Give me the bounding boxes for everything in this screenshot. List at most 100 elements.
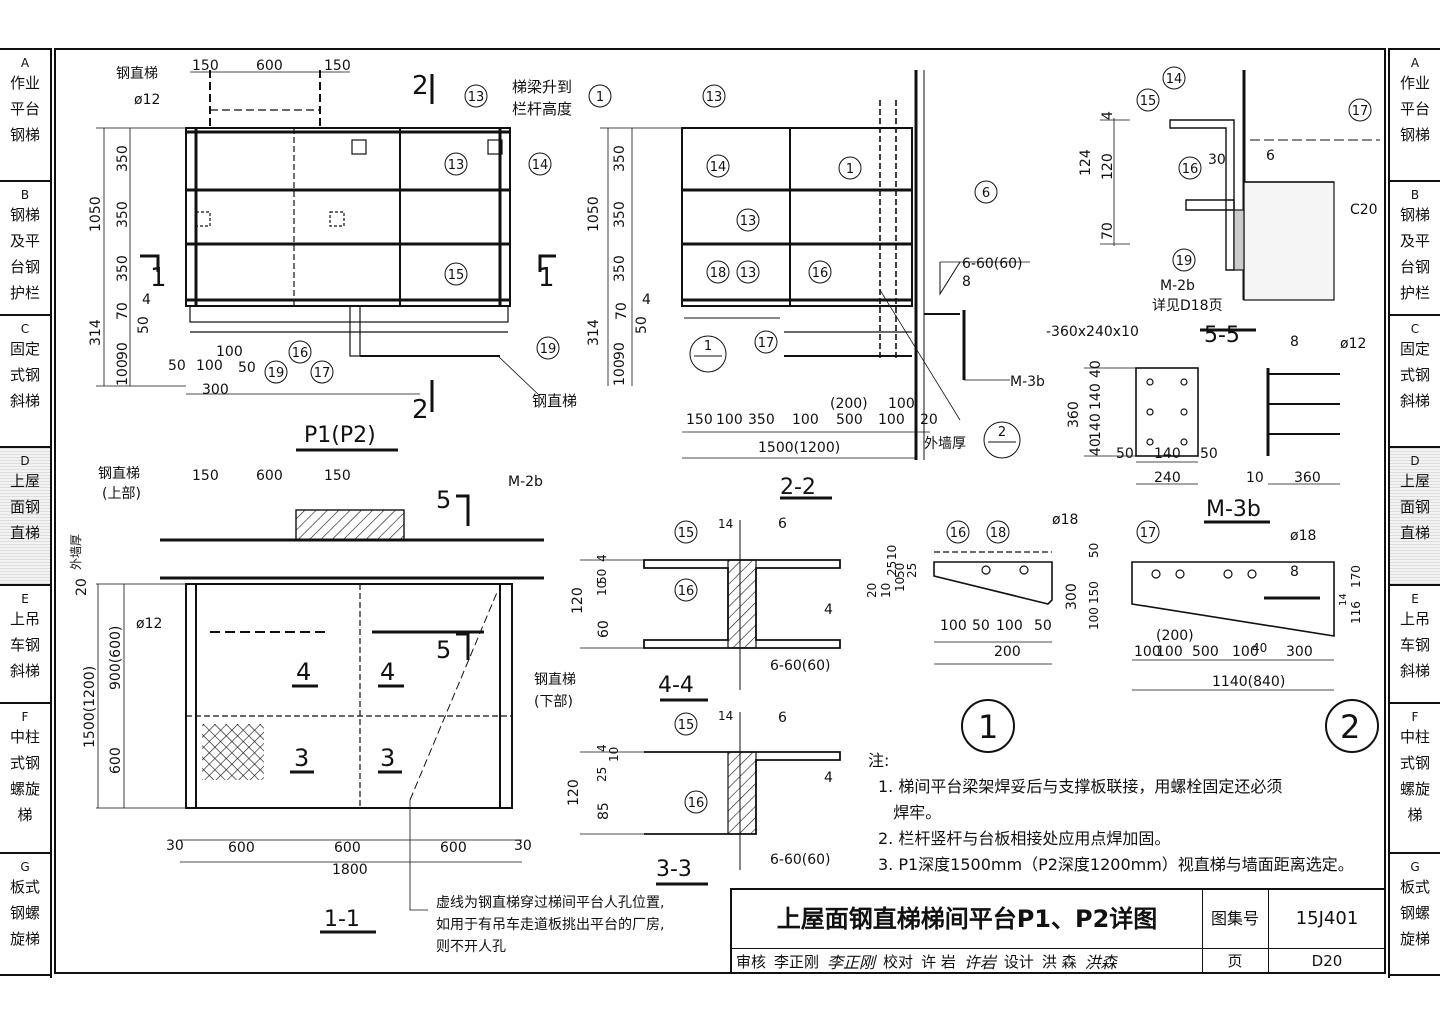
chapter-tab-a[interactable]: A 作业 平台 钢梯 [0,50,50,182]
svg-text:17: 17 [1140,526,1157,541]
p1-ladder-top-label: 钢直梯 [116,65,158,82]
p1-ladder-bottom-label: 钢直梯 [532,392,577,410]
designer-name: 洪 森 [1041,952,1077,971]
p1-phi12-label: ø12 [134,92,160,108]
s22-bottom-dim-7: 100 [878,412,905,428]
s11-top-dim-3: 150 [324,468,351,484]
s11-left-dim-900: 900(600) [108,626,124,690]
section-4-4-view [580,520,841,702]
chapter-tab-code: A [20,56,30,70]
s33-dim-14: 14 [718,709,733,723]
d2-right-dim-1: 170 [1349,565,1363,588]
chapter-tab-code: F [21,710,29,724]
callout-bubble: 18 [706,260,730,284]
s55-view-title: 5-5 [1204,323,1240,348]
chapter-tab-name: 作业 平台 钢梯 [9,74,40,144]
p1-left-dim-8: 90 [115,342,131,360]
svg-text:16: 16 [678,584,695,599]
svg-text:18: 18 [710,266,727,281]
m3b-plate-label: -360x240x10 [1046,324,1139,340]
note-line: 1. 梯间平台梁架焊妥后与支撑板联接，用螺栓固定还必须 [878,777,1283,796]
d1-dim-2: 25 [885,561,899,576]
s11-ladder-lower-1: 钢直梯 [534,671,576,688]
d1-phi-label: ø18 [1052,512,1078,528]
svg-text:1: 1 [846,162,854,177]
svg-text:13: 13 [448,158,465,173]
chapter-tab-name: 上屋 面钢 直梯 [1399,472,1430,542]
d1-dim-3: 10 [893,577,907,592]
s11-ladder-lower-2: (下部) [534,694,573,710]
s22-left-dim-5: 70 [614,302,630,320]
s33-dim-25: 25 [595,767,609,782]
m3b-left-dim-total: 360 [1066,401,1082,428]
svg-text:6: 6 [982,186,990,201]
svg-text:15: 15 [1140,94,1157,109]
chapter-tab-code: B [1410,188,1420,202]
p1-bottom-dim-2: 100 [196,358,223,374]
s22-left-dim-1: 350 [612,145,628,172]
s11-wall-label: 外墙厚 [69,534,83,570]
s11-view-title: 1-1 [324,907,360,932]
d2-bottom-dim-5: 40 [1252,641,1267,655]
s22-bottom-dim-9: 20 [920,412,938,428]
svg-text:17: 17 [314,366,331,381]
s11-top-dim-1: 150 [192,468,219,484]
d2-dim-2: 150 [1087,581,1101,604]
notes-heading: 注: [868,751,890,770]
s11-top-dim-2: 600 [256,468,283,484]
p1-beam-note-2: 栏杆高度 [512,100,572,118]
chapter-tab-code: E [1411,592,1419,606]
p1-left-dim-9: 314 [88,319,104,346]
svg-text:13: 13 [706,90,723,105]
s33-view-title: 3-3 [656,857,692,882]
embed-m3b-view [1084,367,1340,524]
p1-section-1-left: 1 [150,263,167,293]
chapter-tab-name: 中柱 式钢 螺旋 梯 [1399,728,1430,824]
callout-bubble: 16 [946,520,970,544]
svg-text:13: 13 [740,266,757,281]
svg-text:19: 19 [540,342,557,357]
p1-left-dim-7: 50 [136,316,152,334]
page-number: D20 [1311,952,1343,970]
p1p2-view [96,70,556,452]
callout-bubble: 17 [1136,520,1160,544]
svg-text:15: 15 [678,718,695,733]
chapter-tab-name: 固定 式钢 斜梯 [9,340,40,410]
callout-bubble: 2 [983,421,1021,459]
d1-bottom-dim-4: 50 [1034,618,1052,634]
s55-c20: C20 [1350,202,1378,218]
design-label: 设计 [1003,952,1034,971]
callout-bubble: 15 [1136,88,1160,112]
d2-dim-3: 100 [1087,607,1101,630]
chapter-tab-f[interactable]: F 中柱 式钢 螺旋 梯 [0,704,50,854]
s22-left-dim-8: 90 [612,342,628,360]
chapter-tab-name: 中柱 式钢 螺旋 梯 [9,728,40,824]
atlas-label: 图集号 [1202,890,1269,949]
s22-bottom-dim-5: (200) [830,396,868,412]
section-2-2-view [600,70,1030,500]
p1-top-dim-1: 150 [192,58,219,74]
svg-text:16: 16 [688,796,705,811]
p1-beam-note-1: 梯梁升到 [512,78,572,96]
d2-dim-total: 300 [1064,583,1080,610]
d2-dim-1: 50 [1087,543,1101,558]
m3b-bottom-dim-1: 50 [1116,446,1134,462]
chapter-tab-code: B [20,188,30,202]
svg-text:15: 15 [678,526,695,541]
s22-weld-label: 6-60(60) [962,256,1023,272]
s55-m2b: M-2b [1160,278,1195,294]
s44-dim-4b: 4 [824,602,833,618]
s44-dim-14: 14 [718,517,733,531]
